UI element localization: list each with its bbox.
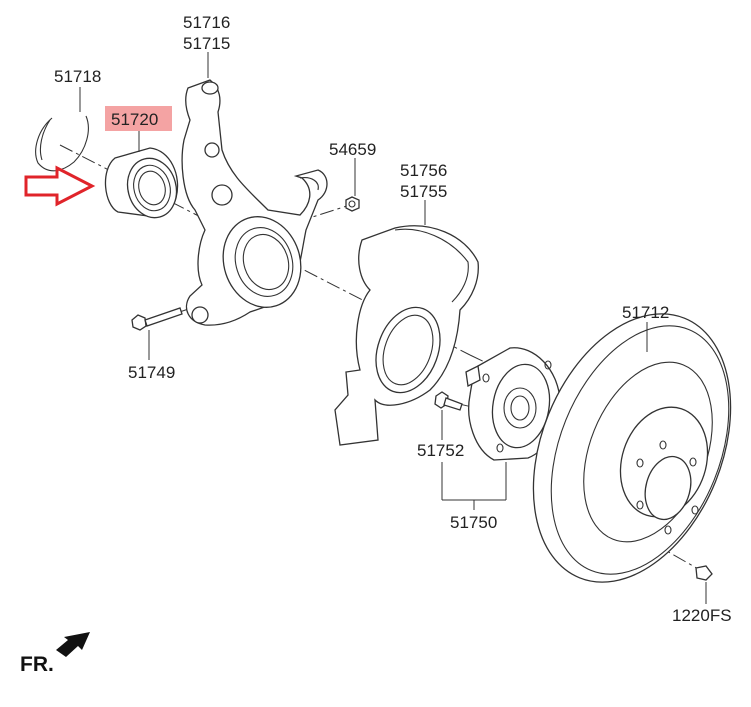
dust-cover-51755[interactable] [334, 225, 479, 446]
lock-nut-54659[interactable] [345, 196, 360, 212]
label-51712: 51712 [622, 303, 669, 322]
wheel-hub-51750[interactable] [465, 347, 561, 461]
wheel-bearing-51720[interactable] [104, 147, 182, 223]
label-51716: 51716 [183, 13, 230, 32]
label-51749: 51749 [128, 363, 175, 382]
snap-ring-51718[interactable] [35, 115, 89, 172]
wheel-bolt-51752[interactable] [434, 391, 463, 411]
bolt-51749[interactable] [131, 307, 183, 331]
label-51715: 51715 [183, 34, 230, 53]
leader-lines [79, 52, 707, 604]
highlight-arrow-icon [24, 165, 96, 207]
label-1220fs: 1220FS [672, 606, 732, 625]
front-arrow-icon [56, 632, 90, 657]
label-51755: 51755 [400, 182, 447, 201]
label-51750: 51750 [450, 513, 497, 532]
label-51756: 51756 [400, 161, 447, 180]
label-51720: 51720 [111, 110, 158, 129]
label-51718: 51718 [54, 67, 101, 86]
front-direction-marker: FR. [20, 632, 90, 676]
brake-disc-51712[interactable] [496, 284, 751, 611]
front-label: FR. [20, 653, 54, 676]
highlight-box-51720 [105, 106, 172, 131]
label-54659: 54659 [329, 140, 376, 159]
steering-knuckle-51715[interactable] [181, 79, 328, 326]
screw-1220fs[interactable] [695, 565, 713, 581]
label-51752: 51752 [417, 441, 464, 460]
